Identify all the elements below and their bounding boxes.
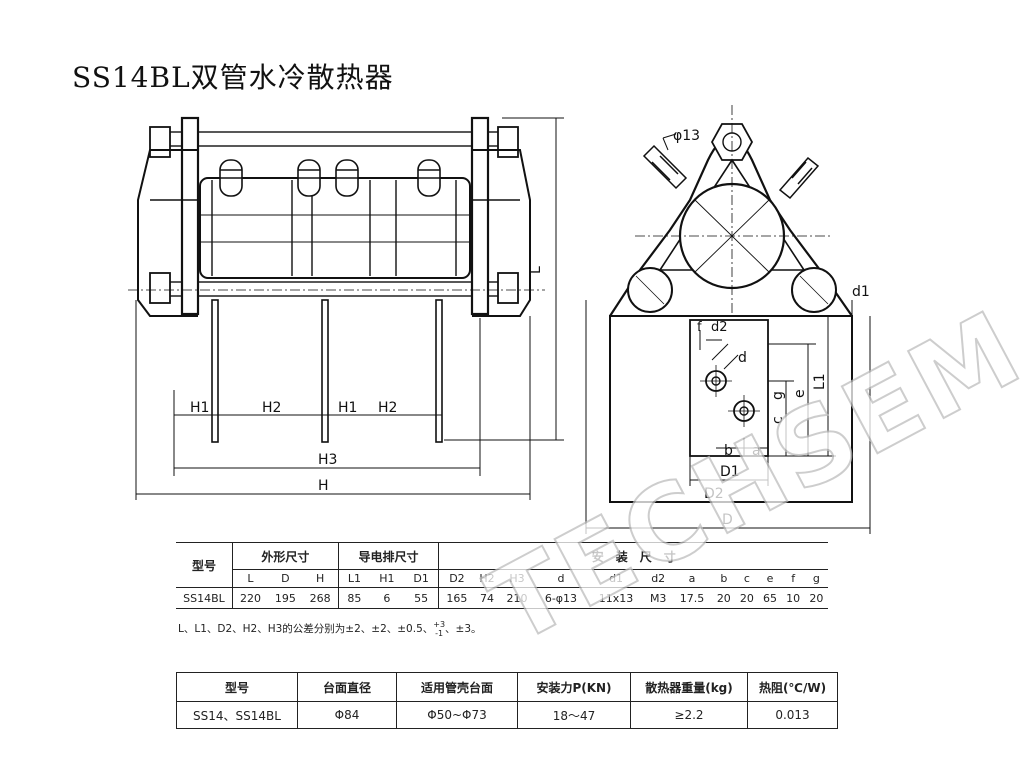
tolerance-sup: +3: [433, 620, 446, 629]
col-a: a: [671, 569, 713, 588]
cell-D1: 55: [403, 587, 439, 609]
header-mounting-force: 安装力P(KN): [517, 672, 631, 702]
label-H2-left: H2: [262, 400, 281, 416]
cell-H1: 6: [370, 587, 404, 609]
group-header-outline: 外形尺寸: [232, 542, 339, 570]
header-thermal-resistance: 热阻(℃/W): [747, 672, 838, 702]
cell-surface-diameter: Φ84: [297, 701, 397, 729]
label-D2: D2: [704, 486, 724, 502]
cell-L1: 85: [337, 587, 371, 609]
cell-d1: 11x13: [587, 587, 645, 609]
cell-a: 17.5: [671, 587, 713, 609]
tolerance-sub: -1: [435, 629, 444, 638]
col-H3: H3: [499, 569, 535, 588]
front-view-labels: L H1 H2 H1 H2 H3 H: [190, 266, 544, 494]
cell-c: 20: [735, 587, 759, 609]
col-c: c: [735, 569, 759, 588]
cell-g: 20: [804, 587, 828, 609]
label-f: f: [697, 320, 702, 335]
cell-d: 6-φ13: [534, 587, 588, 609]
header-weight: 散热器重量(kg): [630, 672, 748, 702]
label-H3: H3: [318, 452, 337, 468]
col-D: D: [268, 569, 303, 588]
cell-f: 10: [781, 587, 805, 609]
col-H2: H2: [474, 569, 500, 588]
cell-model: SS14BL: [176, 587, 233, 609]
cell-weight: ≥2.2: [630, 701, 748, 729]
label-g: g: [770, 391, 786, 400]
col-L1: L1: [337, 569, 371, 588]
table-row: SS14BL 220 195 268 85 6 55 165 74 210 6-…: [176, 587, 828, 609]
cell-d2: M3: [644, 587, 672, 609]
col-b: b: [712, 569, 736, 588]
col-D2: D2: [438, 569, 475, 588]
label-e: e: [792, 389, 808, 398]
col-g: g: [804, 569, 828, 588]
side-view: [585, 105, 871, 534]
col-L: L: [232, 569, 268, 588]
cell-H2: 74: [474, 587, 500, 609]
col-d: d: [534, 569, 588, 588]
cell-applicable-case: Φ50~Φ73: [396, 701, 518, 729]
cell-D2: 165: [438, 587, 475, 609]
label-d1: d1: [852, 284, 870, 300]
performance-table: 型号 台面直径 适用管壳台面 安装力P(KN) 散热器重量(kg) 热阻(℃/W…: [176, 672, 838, 729]
model-header: 型号: [176, 542, 233, 588]
cell-model: SS14、SS14BL: [176, 701, 298, 729]
label-a: a: [752, 443, 761, 459]
label-L1: L1: [812, 373, 828, 390]
label-H1-right: H1: [338, 400, 357, 416]
tolerance-note-tail: 、±3。: [445, 623, 482, 635]
header-applicable-case: 适用管壳台面: [396, 672, 518, 702]
col-f: f: [781, 569, 805, 588]
label-H2-right: H2: [378, 400, 397, 416]
col-D1: D1: [403, 569, 439, 588]
header-surface-diameter: 台面直径: [297, 672, 397, 702]
col-d1: d1: [587, 569, 645, 588]
group-header-busbar: 导电排尺寸: [337, 542, 439, 570]
cell-b: 20: [712, 587, 736, 609]
table-row: SS14、SS14BL Φ84 Φ50~Φ73 18～47 ≥2.2 0.013: [176, 701, 838, 729]
cell-thermal-resistance: 0.013: [747, 701, 838, 729]
label-H: H: [318, 478, 329, 494]
cell-H: 268: [302, 587, 339, 609]
label-D: D: [722, 512, 733, 528]
label-phi13: φ13: [673, 128, 700, 144]
label-c: c: [770, 416, 786, 424]
col-H: H: [302, 569, 339, 588]
col-e: e: [758, 569, 782, 588]
label-d: d: [738, 350, 747, 366]
label-L: L: [528, 266, 544, 274]
side-view-labels: φ13 d1 f d2 d e L1 g c b a D1 D2 D: [673, 128, 870, 528]
page-title: SS14BL双管水冷散热器: [72, 61, 394, 94]
label-d2: d2: [711, 320, 728, 335]
group-header-mounting: 安 装 尺 寸: [438, 542, 828, 570]
col-H1: H1: [370, 569, 404, 588]
cell-D: 195: [268, 587, 303, 609]
front-view: [128, 116, 564, 500]
header-model: 型号: [176, 672, 298, 702]
label-D1: D1: [720, 464, 740, 480]
cell-e: 65: [758, 587, 782, 609]
cell-H3: 210: [499, 587, 535, 609]
tolerance-note: L、L1、D2、H2、H3的公差分别为±2、±2、±0.5、+3-1、±3。: [178, 620, 482, 638]
cell-L: 220: [232, 587, 268, 609]
tolerance-note-text: L、L1、D2、H2、H3的公差分别为±2、±2、±0.5、: [178, 623, 434, 635]
label-b: b: [724, 443, 733, 459]
col-d2: d2: [644, 569, 672, 588]
dimension-table: 型号 外形尺寸 导电排尺寸 安 装 尺 寸 L D H L1 H1 D1 D2 …: [176, 542, 828, 609]
cell-mounting-force: 18～47: [517, 701, 631, 729]
label-H1-left: H1: [190, 400, 209, 416]
